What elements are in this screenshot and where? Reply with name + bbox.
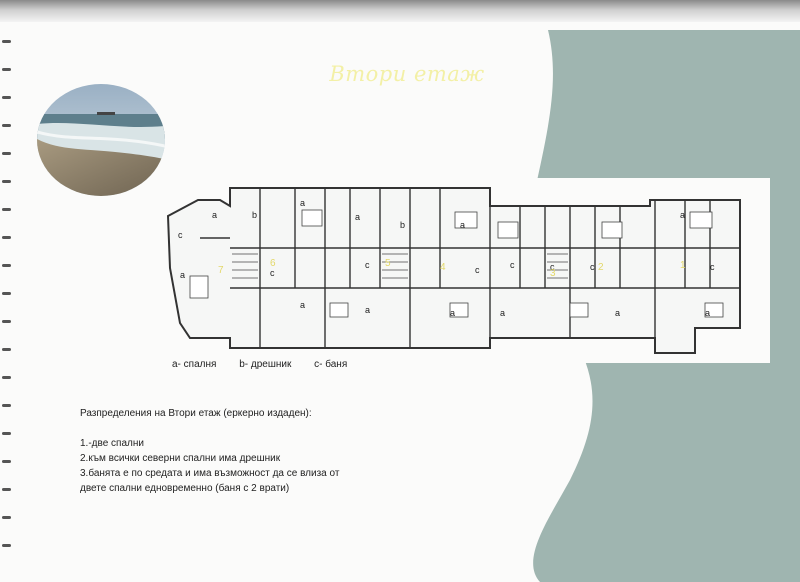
description-line: двете спални едновременно (баня с 2 врат… [80,483,290,494]
svg-text:a: a [615,308,620,318]
svg-text:a: a [460,220,465,230]
svg-text:a: a [212,210,217,220]
plan-legend: a- спалня b- дрешник c- баня [172,359,367,370]
svg-text:a: a [300,300,305,310]
svg-text:a: a [705,308,710,318]
svg-text:2: 2 [598,262,604,273]
svg-text:a: a [680,210,685,220]
description-line: 3.банята е по средата и има възможност д… [80,468,340,479]
page-title: Втори етаж [329,62,485,86]
svg-text:a: a [355,212,360,222]
floor-plan: c a a b a c a a b c a a c a c a c c a a c a 7 6 5 4 3 2 1 [166,187,741,354]
beach-photo [37,84,165,196]
spiral-binding [0,20,16,582]
svg-text:1: 1 [680,260,686,271]
svg-text:a: a [365,305,370,315]
legend-bedroom: a- спалня [172,359,217,370]
scan-shadow-band [0,0,800,22]
svg-text:c: c [270,268,275,278]
svg-text:a: a [180,270,185,280]
svg-text:c: c [365,260,370,270]
svg-text:c: c [550,262,555,272]
svg-text:3: 3 [550,268,556,279]
description-line: 1.-две спални [80,438,144,449]
svg-text:b: b [252,210,257,220]
svg-text:a: a [500,308,505,318]
description-line: 2.към всички северни спални има дрешник [80,453,281,464]
svg-text:5: 5 [385,258,391,269]
legend-bathroom: c- баня [314,359,348,370]
svg-text:7: 7 [218,265,224,276]
svg-text:c: c [710,262,715,272]
svg-text:c: c [178,230,183,240]
svg-text:a: a [450,308,455,318]
legend-closet: b- дрешник [239,359,292,370]
svg-text:c: c [590,262,595,272]
svg-text:a: a [300,198,305,208]
svg-text:6: 6 [270,258,276,269]
description-heading: Разпределения на Втори етаж (еркерно изд… [80,408,312,419]
svg-text:4: 4 [440,262,446,273]
svg-text:c: c [475,265,480,275]
layout-description: Разпределения на Втори етаж (еркерно изд… [80,406,339,496]
svg-text:b: b [400,220,405,230]
svg-text:c: c [510,260,515,270]
